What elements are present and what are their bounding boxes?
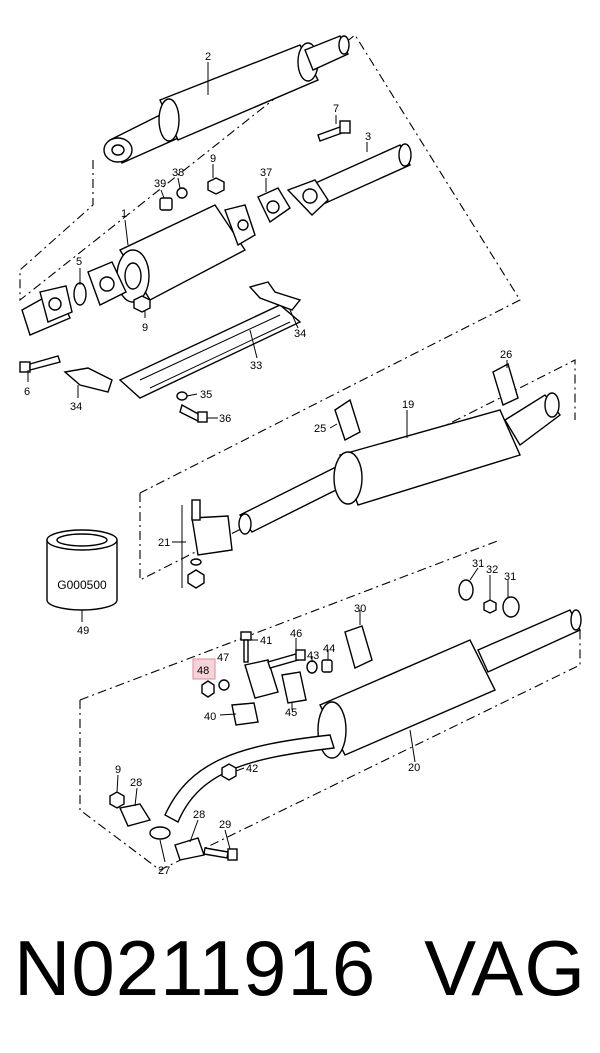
tail-pipe [164,734,335,823]
middle-silencer [238,392,561,535]
callout-9-upper: 9 [210,153,216,165]
washer-47 [218,679,230,691]
callout-30: 30 [354,603,366,615]
callout-21: 21 [158,537,170,549]
nut-48 [201,680,215,698]
callout-7: 7 [333,103,339,115]
nut-9-mid [133,295,151,313]
callout-49: 49 [77,625,89,637]
callout-19: 19 [402,399,414,411]
highlight-box-48 [192,658,216,680]
callout-27: 27 [158,865,170,877]
callout-1: 1 [121,208,127,220]
footer-caption: N0211916 VAG [14,918,586,1018]
callout-5: 5 [76,256,82,268]
callout-48: 48 [197,665,209,677]
front-silencer-pipe [103,35,350,164]
gasket-27 [149,826,171,840]
callout-45: 45 [285,707,297,719]
callout-3: 3 [365,131,371,143]
heat-shield [118,304,302,399]
callout-28-left: 28 [130,777,142,789]
callout-40: 40 [204,711,216,723]
gasket-31-left [458,579,474,601]
washer-35 [176,391,188,401]
callout-47: 47 [217,652,229,664]
clamp-28-left [119,803,152,827]
down-pipe [21,285,73,336]
catalytic-converter [116,204,256,303]
callout-28-right: 28 [193,809,205,821]
callout-44: 44 [323,643,335,655]
callout-41: 41 [260,635,272,647]
callout-39: 39 [154,178,166,190]
callout-9-lower: 9 [115,764,121,776]
clamp-28-right [174,837,205,861]
callout-36: 36 [219,413,231,425]
nut-44 [321,659,333,673]
bolt-41 [240,631,252,663]
callout-labels: 2 7 3 38 9 37 39 1 5 9 34 33 6 34 35 36 … [24,51,516,877]
callout-31-left: 31 [472,558,484,570]
nut-9-upper [207,177,225,195]
clamp-21 [187,499,233,589]
hanger-30 [344,625,373,669]
intermediate-pipe [286,143,412,216]
callout-9-mid: 9 [142,322,148,334]
callout-34-right: 34 [294,328,306,340]
callout-32: 32 [486,564,498,576]
callout-6: 6 [24,386,30,398]
callout-25: 25 [314,423,326,435]
lower-group-boundary-top [79,539,501,701]
front-flange [73,261,127,306]
gasket-31-right [502,596,520,618]
flange-gasket [257,187,291,224]
washer-38 [176,187,188,199]
bracket-34-left [63,367,113,393]
rubber-mount-26 [492,362,519,406]
bracket-34-right [248,281,302,311]
callout-35: 35 [200,389,212,401]
lower-group-boundary [79,615,581,871]
rubber-mount-25 [334,398,361,442]
callout-2: 2 [205,51,211,63]
callout-33: 33 [250,360,262,372]
callout-43: 43 [307,650,319,662]
callout-38: 38 [172,167,184,179]
brand-name: VAG [424,923,586,1012]
nut-39 [159,197,173,211]
callout-20: 20 [408,762,420,774]
nut-9-lower [109,791,125,809]
upper-group-boundary [19,34,521,494]
washer-43 [306,660,318,674]
bolt-29 [203,847,238,861]
callout-34-left: 34 [70,401,82,413]
exploded-view-drawing: G000500 [19,34,582,877]
repair-kit-can: G000500 [46,529,118,611]
leader-lines [27,62,509,863]
bolt-46 [267,649,306,669]
bolt-7 [317,120,351,142]
kit-label: G000500 [57,578,107,592]
callout-37: 37 [260,167,272,179]
bolt-36 [179,403,208,423]
callout-46: 46 [290,628,302,640]
rear-silencer [317,609,582,759]
callout-31-right: 31 [504,571,516,583]
callout-42: 42 [246,763,258,775]
part-number: N0211916 [14,923,377,1012]
nut-42 [221,763,237,781]
nut-32 [483,599,497,614]
mount-bracket [231,659,307,726]
callout-29: 29 [219,819,231,831]
callout-26: 26 [500,349,512,361]
bolt-6 [19,355,61,373]
